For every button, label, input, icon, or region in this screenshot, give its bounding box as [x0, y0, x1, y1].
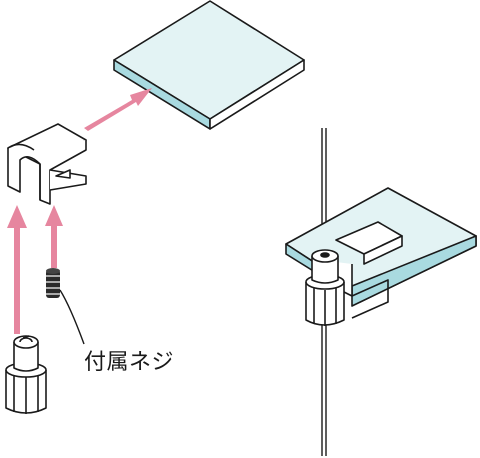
label-leader-line: [59, 289, 85, 345]
arrow-base-to-clamp: [7, 205, 27, 334]
screw: [46, 268, 60, 298]
arrow-to-glass: [84, 88, 152, 131]
holder-base: [5, 335, 47, 414]
assembly-arrows: [7, 88, 152, 334]
assembled-clamp: [335, 221, 403, 319]
assembled-holder: [305, 249, 345, 326]
clamp-bracket: [7, 123, 87, 205]
screw-label: 付属ネジ: [84, 350, 175, 375]
arrow-screw-to-clamp: [45, 205, 63, 268]
glass-shelf-panel: [113, 0, 305, 130]
